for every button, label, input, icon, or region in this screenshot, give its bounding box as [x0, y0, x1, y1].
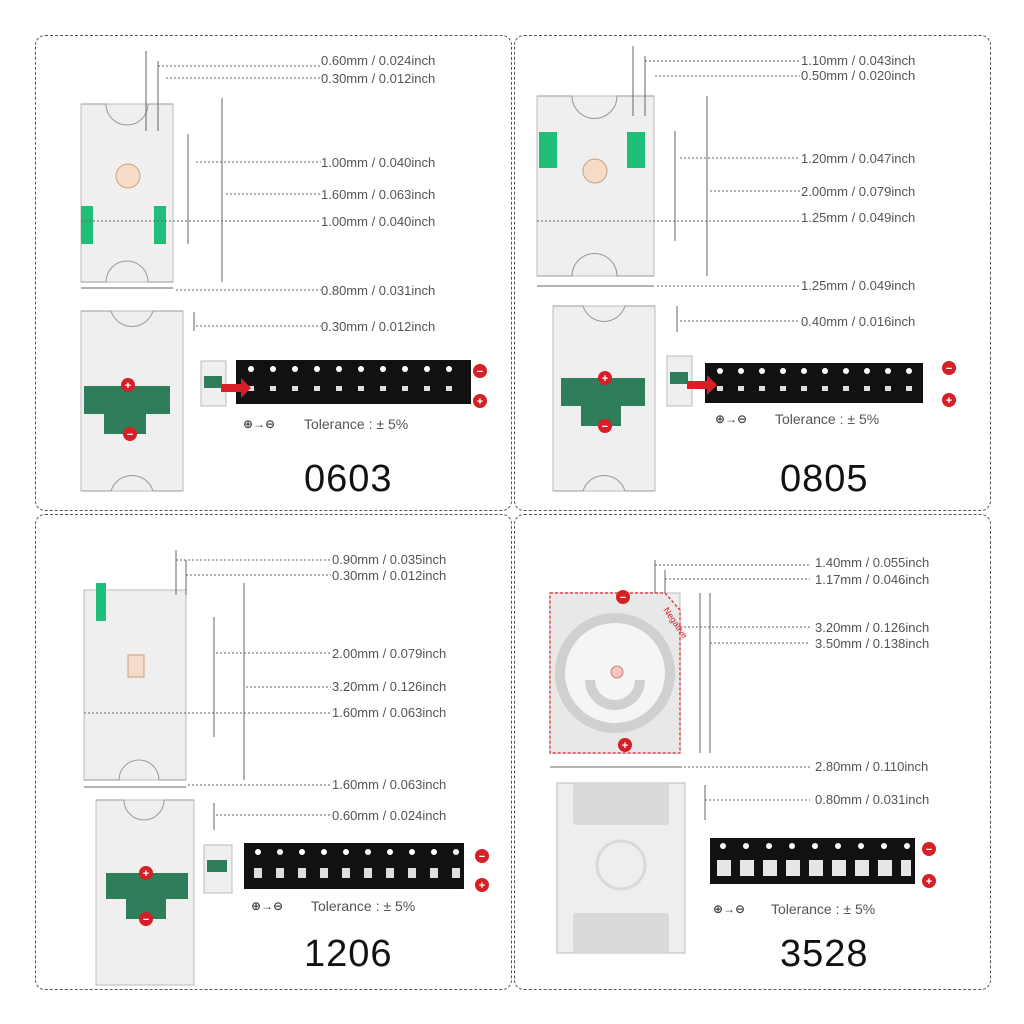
polarity-pad [106, 873, 188, 919]
plus-icon [475, 878, 489, 892]
svg-text:−: − [946, 363, 952, 375]
plus-icon [598, 371, 612, 385]
led-contact-left [81, 206, 93, 244]
svg-text:+: + [125, 380, 131, 392]
panel-1206: + − − + 0.90mm / 0.035inch 0.30mm / 0.01… [35, 514, 512, 990]
dim-label: 1.60mm / 0.063inch [332, 777, 447, 792]
polarity-pad [84, 386, 170, 434]
dim-label: 2.00mm / 0.079inch [801, 184, 916, 199]
panel-0805: + − − + 1.10mm / 0.043inch 0.50mm / 0.02… [514, 35, 991, 511]
reel-tape [244, 843, 464, 889]
tolerance-label: Tolerance : ± 5% [775, 411, 880, 427]
minus-icon [598, 419, 612, 433]
dim-label: 1.25mm / 0.049inch [801, 210, 916, 225]
dim-label: 1.40mm / 0.055inch [815, 555, 930, 570]
svg-text:+: + [143, 868, 149, 880]
dim-label: 1.20mm / 0.047inch [801, 151, 916, 166]
dim-label: 2.00mm / 0.079inch [332, 646, 447, 661]
minus-icon [922, 842, 936, 856]
plus-icon [473, 394, 487, 408]
dim-label: 1.00mm / 0.040inch [321, 155, 436, 170]
led-chip [610, 665, 624, 679]
minus-icon [139, 912, 153, 926]
arrow-icon [687, 375, 717, 395]
polarity-symbol: ⊕→⊖ [713, 902, 746, 916]
panel-0603: + − − + 0.60mm / 0.024inch 0.30mm / 0.01… [35, 35, 512, 511]
minus-icon [123, 427, 137, 441]
svg-text:+: + [602, 373, 608, 385]
plus-icon [942, 393, 956, 407]
dim-label: 1.60mm / 0.063inch [321, 187, 436, 202]
led-contact-right [627, 132, 645, 168]
svg-text:−: − [479, 851, 485, 863]
dim-label: 1.60mm / 0.063inch [332, 705, 447, 720]
plus-icon [618, 738, 632, 752]
plus-icon [121, 378, 135, 392]
reel-tape [705, 363, 923, 403]
svg-text:+: + [477, 396, 483, 408]
dim-label: 1.10mm / 0.043inch [801, 53, 916, 68]
led-contact-left [539, 132, 557, 168]
diagram-1206: + − − + [83, 550, 489, 986]
dim-label: 0.60mm / 0.024inch [321, 53, 436, 68]
dim-label: 0.60mm / 0.024inch [332, 808, 447, 823]
svg-text:+: + [622, 740, 628, 752]
dim-label: 0.90mm / 0.035inch [332, 552, 447, 567]
plus-icon [922, 874, 936, 888]
minus-icon [473, 364, 487, 378]
plus-icon [139, 866, 153, 880]
tolerance-label: Tolerance : ± 5% [311, 898, 416, 914]
dim-label: 3.20mm / 0.126inch [332, 679, 447, 694]
diagram-0805: + − − + [536, 46, 956, 492]
dim-label: 0.80mm / 0.031inch [815, 792, 930, 807]
dim-label: 0.50mm / 0.020inch [801, 68, 916, 83]
led-chip [127, 654, 145, 678]
led-chip [582, 158, 608, 184]
led-body-top [80, 103, 174, 283]
led-contact-right [154, 206, 166, 244]
led-body-top [536, 95, 655, 277]
polarity-pad [561, 378, 645, 426]
dim-label: 1.25mm / 0.049inch [801, 278, 916, 293]
minus-icon [475, 849, 489, 863]
dim-label: 0.30mm / 0.012inch [332, 568, 447, 583]
package-code: 1206 [304, 933, 393, 975]
dim-label: 0.40mm / 0.016inch [801, 314, 916, 329]
svg-text:−: − [602, 421, 608, 433]
dim-label: 3.50mm / 0.138inch [815, 636, 930, 651]
svg-text:−: − [127, 429, 133, 441]
dim-label: 2.80mm / 0.110inch [815, 759, 929, 774]
panel-3528: − Negative + − [514, 514, 991, 990]
dim-label: 1.17mm / 0.046inch [815, 572, 930, 587]
dim-label: 0.80mm / 0.031inch [321, 283, 436, 298]
minus-icon [942, 361, 956, 375]
svg-text:−: − [477, 366, 483, 378]
led-body-top [83, 589, 187, 781]
svg-text:+: + [946, 395, 952, 407]
dim-label: 0.30mm / 0.012inch [321, 71, 436, 86]
tolerance-label: Tolerance : ± 5% [304, 416, 409, 432]
dim-label: 3.20mm / 0.126inch [815, 620, 930, 635]
svg-text:+: + [926, 876, 932, 888]
polarity-symbol: ⊕→⊖ [251, 899, 284, 913]
svg-text:−: − [926, 844, 932, 856]
svg-text:+: + [479, 880, 485, 892]
led-chip [115, 163, 141, 189]
tolerance-label: Tolerance : ± 5% [771, 901, 876, 917]
polarity-symbol: ⊕→⊖ [715, 412, 748, 426]
minus-icon [616, 590, 630, 604]
polarity-symbol: ⊕→⊖ [243, 417, 276, 431]
arrow-icon [221, 378, 251, 398]
package-code: 0805 [780, 458, 869, 500]
svg-text:−: − [620, 592, 626, 604]
diagram-3528: − Negative + − [549, 560, 936, 954]
led-contact-left [96, 583, 106, 621]
package-code: 3528 [780, 933, 869, 975]
svg-text:−: − [143, 914, 149, 926]
package-code: 0603 [304, 458, 393, 500]
dim-label: 1.00mm / 0.040inch [321, 214, 436, 229]
diagram-0603: + − − + [80, 51, 487, 492]
dim-label: 0.30mm / 0.012inch [321, 319, 436, 334]
